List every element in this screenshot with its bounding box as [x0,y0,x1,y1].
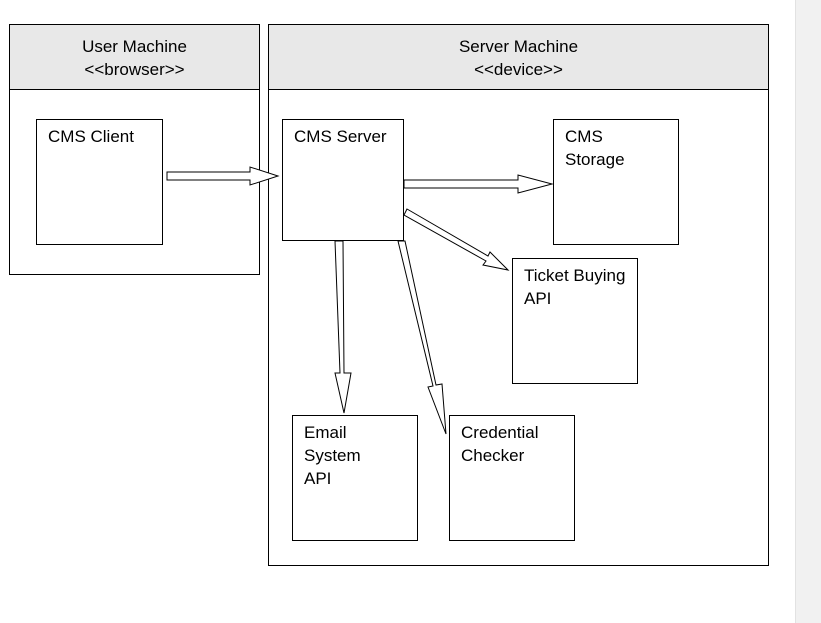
component-email-system-api-label-line2: System [304,446,361,465]
component-ticket-buying-api-label-line2: API [524,289,552,308]
component-credential-checker-label-line1: Credential [461,423,539,442]
node-server-machine-name: Server Machine [458,37,579,56]
component-ticket-buying-api: Ticket Buying API [512,258,638,384]
component-cms-server: CMS Server [282,119,404,241]
component-email-system-api-label-line1: Email [304,423,347,442]
component-cms-client-label: CMS Client [48,127,134,146]
component-credential-checker: Credential Checker [449,415,575,541]
component-cms-client: CMS Client [36,119,163,245]
component-email-system-api: Email System API [292,415,418,541]
node-user-machine-name: User Machine [82,37,187,56]
scrollbar-gutter [795,0,821,623]
component-cms-server-label: CMS Server [294,127,387,146]
node-server-machine-stereotype: <<device>> [474,60,563,79]
component-ticket-buying-api-label-line1: Ticket Buying [524,266,626,285]
component-cms-storage-label-line2: Storage [565,150,625,169]
component-credential-checker-label-line2: Checker [461,446,525,465]
node-server-machine-header: Server Machine <<device>> [269,25,768,90]
node-user-machine-stereotype: <<browser>> [84,60,185,79]
component-cms-storage-label-line1: CMS [565,127,603,146]
component-cms-storage: CMS Storage [553,119,679,245]
node-user-machine-header: User Machine <<browser>> [10,25,259,90]
component-email-system-api-label-line3: API [304,469,332,488]
diagram-canvas: User Machine <<browser>> Server Machine … [0,0,795,623]
